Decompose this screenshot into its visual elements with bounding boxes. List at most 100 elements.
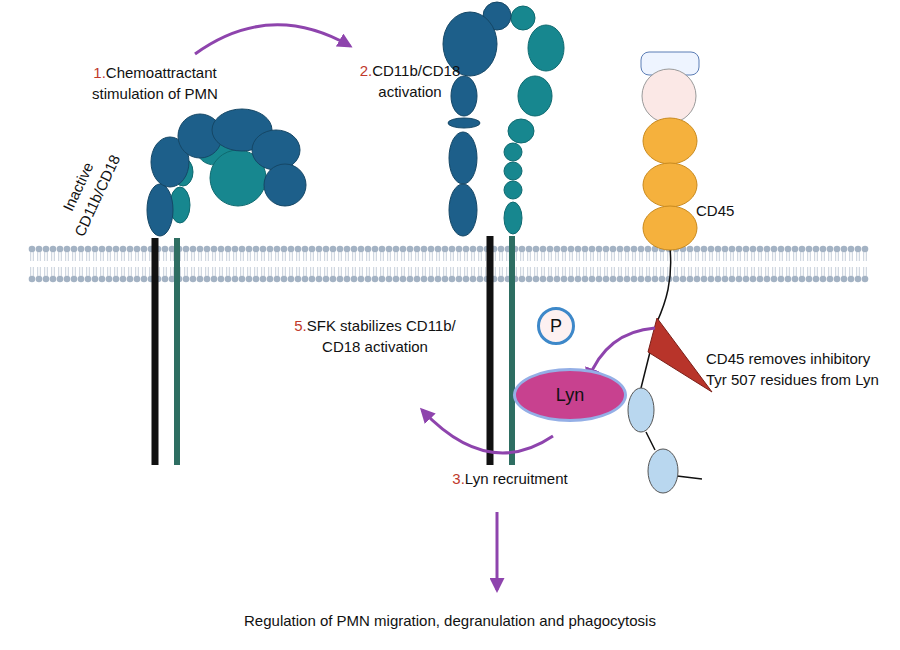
lipid-head	[645, 276, 652, 283]
lipid-tail	[619, 252, 622, 261]
lipid-head	[568, 246, 575, 253]
lipid-tail	[731, 267, 734, 276]
lipid-tail	[423, 267, 426, 276]
lipid-tail	[108, 267, 111, 276]
lipid-head	[309, 276, 316, 283]
lipid-tail	[766, 252, 769, 261]
lipid-head	[519, 276, 526, 283]
lipid-tail	[808, 267, 811, 276]
alpha-domain	[147, 184, 173, 236]
lipid-tail	[66, 267, 69, 276]
lipid-head	[764, 276, 771, 283]
lipid-tail	[192, 252, 195, 261]
lipid-head	[631, 276, 638, 283]
lipid-head	[736, 246, 743, 253]
lipid-head	[400, 276, 407, 283]
lipid-head	[603, 246, 610, 253]
lipid-head	[631, 246, 638, 253]
lipid-tail	[647, 267, 650, 276]
lipid-tail	[675, 252, 678, 261]
lipid-tail	[598, 252, 601, 261]
lipid-tail	[402, 267, 405, 276]
lipid-head	[421, 246, 428, 253]
lipid-head	[295, 276, 302, 283]
lipid-tail	[654, 267, 657, 276]
lipid-tail	[416, 267, 419, 276]
lipid-tail	[745, 267, 748, 276]
lipid-head	[757, 246, 764, 253]
lipid-tail	[766, 267, 769, 276]
lipid-tail	[255, 267, 258, 276]
lipid-head	[841, 246, 848, 253]
lipid-tail	[276, 267, 279, 276]
lipid-head	[841, 276, 848, 283]
lipid-head	[750, 276, 757, 283]
lipid-tail	[696, 267, 699, 276]
lipid-head	[463, 246, 470, 253]
lipid-head	[855, 276, 862, 283]
lipid-head	[568, 276, 575, 283]
beta-leg	[509, 236, 515, 465]
lipid-head	[848, 276, 855, 283]
lipid-head	[302, 246, 309, 253]
lipid-tail	[311, 267, 314, 276]
lipid-head	[771, 276, 778, 283]
lipid-head	[554, 246, 561, 253]
lipid-head	[407, 246, 414, 253]
lipid-head	[715, 276, 722, 283]
lipid-head	[575, 276, 582, 283]
node-label: Lyn	[556, 385, 584, 406]
lipid-tail	[773, 252, 776, 261]
lipid-tail	[500, 267, 503, 276]
lipid-head	[596, 246, 603, 253]
lipid-tail	[227, 267, 230, 276]
lipid-head	[428, 246, 435, 253]
lipid-tail	[703, 252, 706, 261]
lipid-head	[141, 246, 148, 253]
lipid-head	[274, 246, 281, 253]
lipid-head	[379, 246, 386, 253]
lipid-tail	[794, 267, 797, 276]
lipid-tail	[451, 252, 454, 261]
lipid-tail	[339, 267, 342, 276]
kinase-oval: Lyn	[513, 368, 627, 422]
lipid-tail	[465, 252, 468, 261]
lipid-tail	[584, 252, 587, 261]
lipid-tail	[612, 252, 615, 261]
lipid-head	[603, 276, 610, 283]
lipid-head	[785, 246, 792, 253]
lipid-tail	[374, 267, 377, 276]
lipid-head	[456, 276, 463, 283]
lipid-tail	[122, 252, 125, 261]
lipid-head	[652, 276, 659, 283]
beta-domain	[518, 76, 552, 116]
lipid-head	[435, 246, 442, 253]
lipid-tail	[724, 267, 727, 276]
lipid-tail	[808, 252, 811, 261]
lipid-tail	[430, 252, 433, 261]
beta-leg	[174, 238, 180, 465]
lipid-head	[106, 246, 113, 253]
annotation-text: Inactive CD11b/CD18	[59, 152, 123, 239]
lipid-tail	[73, 267, 76, 276]
lipid-head	[372, 276, 379, 283]
lipid-head	[729, 276, 736, 283]
lipid-tail	[836, 252, 839, 261]
lipid-tail	[612, 267, 615, 276]
lipid-head	[428, 276, 435, 283]
lipid-tail	[38, 267, 41, 276]
lipid-tail	[577, 252, 580, 261]
lipid-head	[806, 276, 813, 283]
lipid-tail	[507, 267, 510, 276]
lipid-head	[547, 276, 554, 283]
cd45-domain	[642, 69, 696, 123]
lipid-head	[99, 246, 106, 253]
lipid-head	[463, 276, 470, 283]
lipid-head	[834, 246, 841, 253]
lipid-head	[344, 246, 351, 253]
lipid-tail	[710, 267, 713, 276]
lipid-head	[813, 276, 820, 283]
lipid-head	[330, 246, 337, 253]
lipid-head	[533, 276, 540, 283]
text-group: 2.CD11b/CD18 activation	[335, 60, 485, 102]
